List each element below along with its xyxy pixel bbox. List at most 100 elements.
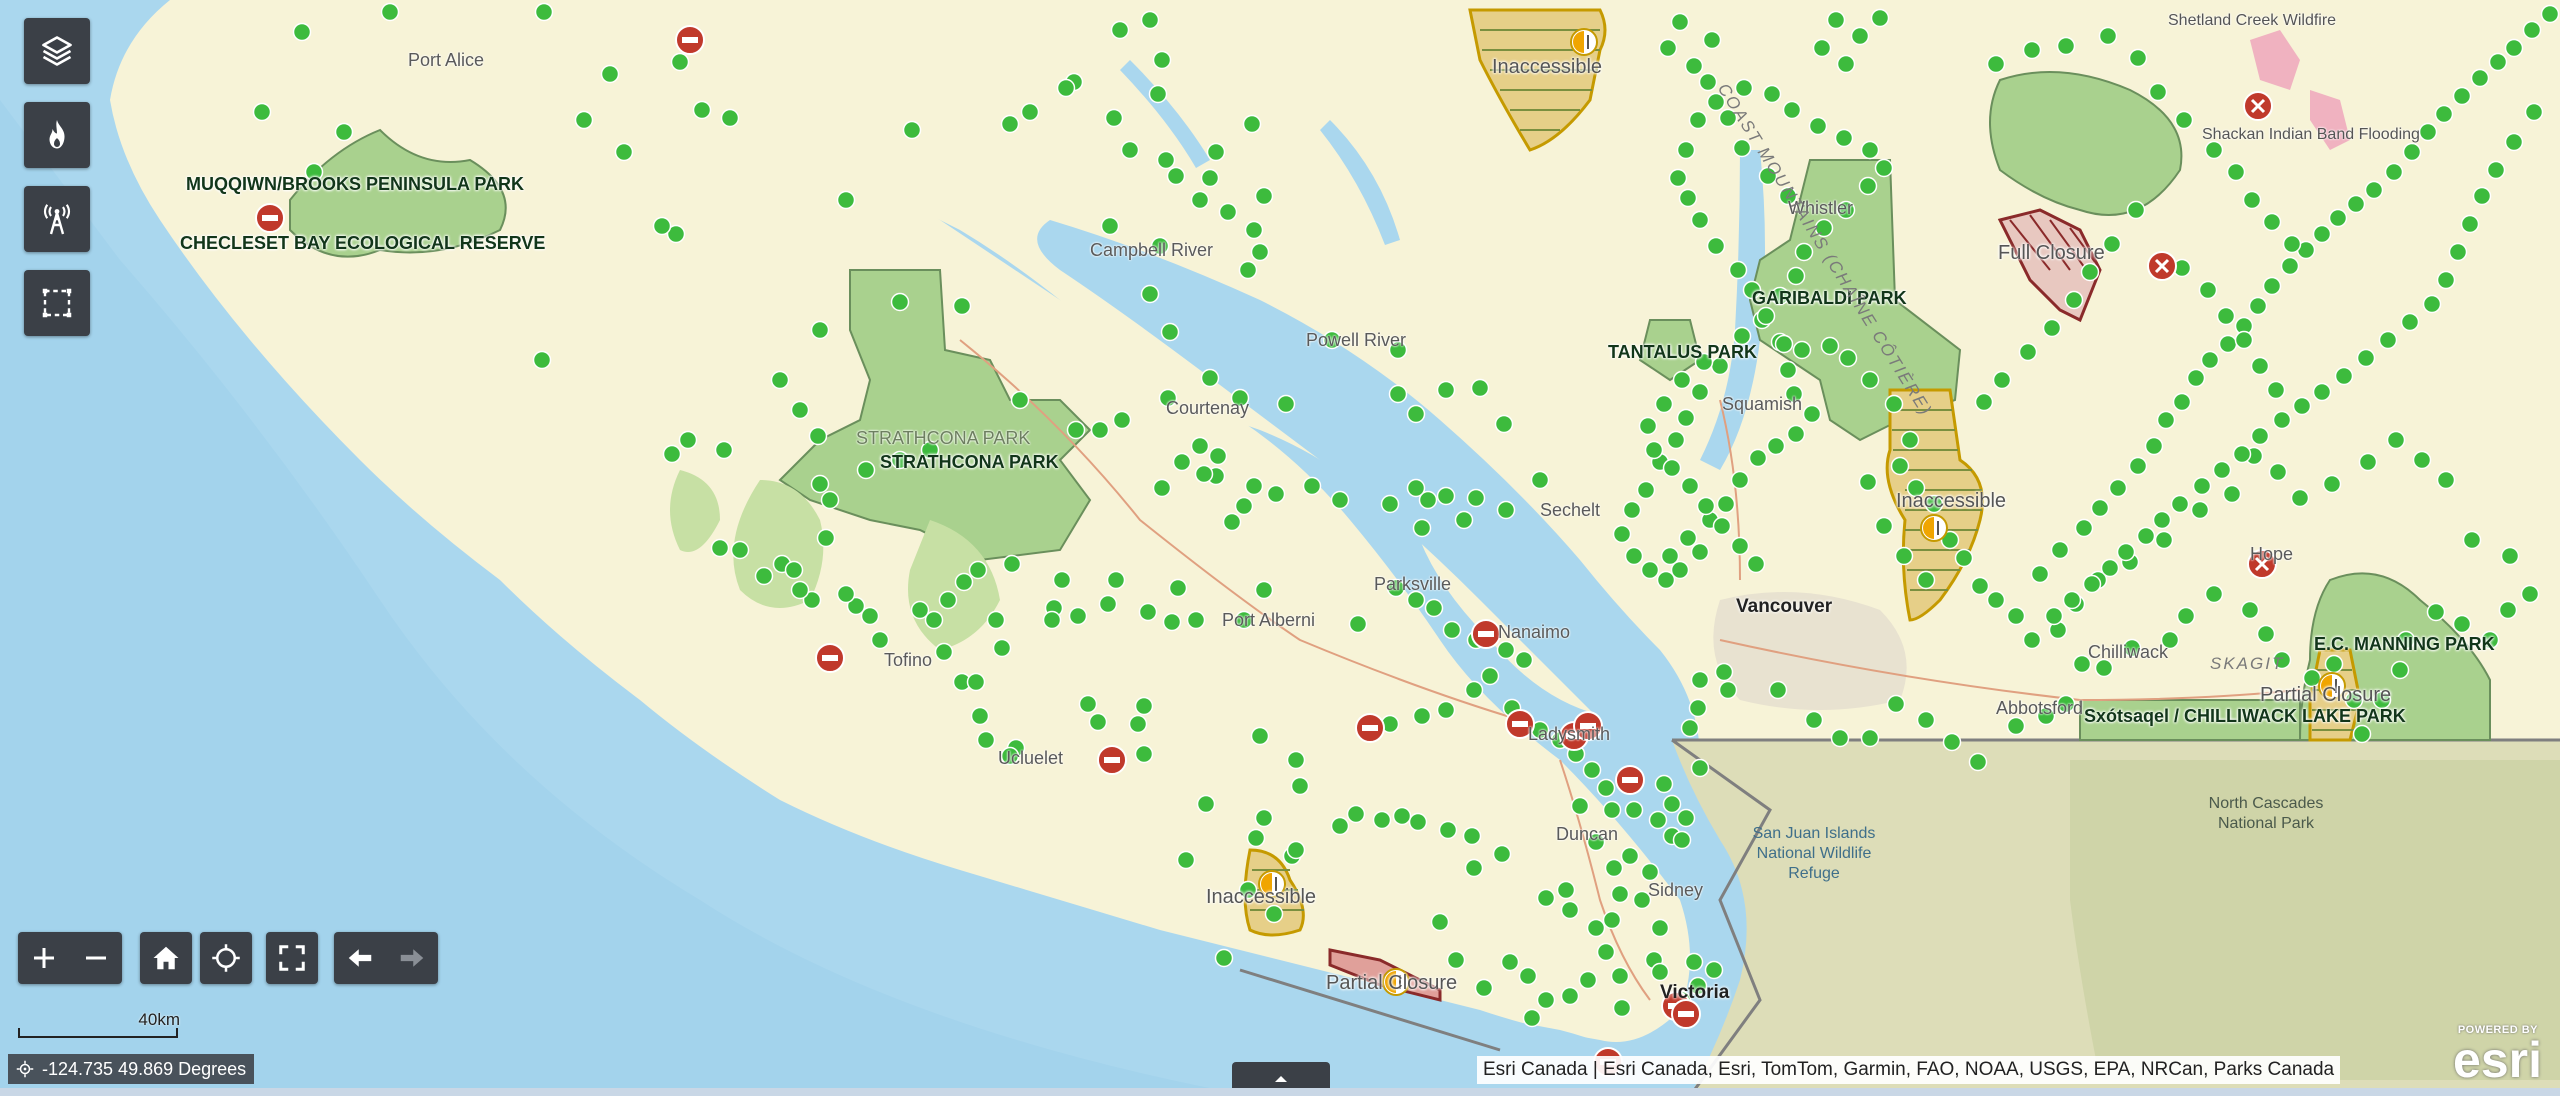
open-site-point xyxy=(1954,548,1974,568)
open-site-point xyxy=(1690,670,1710,690)
open-site-point xyxy=(2170,494,2190,514)
zoom-in-button[interactable] xyxy=(18,932,70,984)
open-site-point xyxy=(730,540,750,560)
open-site-point xyxy=(1974,392,1994,412)
open-site-point xyxy=(2448,242,2468,262)
open-site-point xyxy=(2018,342,2038,362)
locate-button[interactable] xyxy=(200,932,252,984)
open-site-point xyxy=(1768,680,1788,700)
open-site-point xyxy=(1792,340,1812,360)
wildfire-button[interactable] xyxy=(24,102,90,168)
open-site-point xyxy=(2452,614,2472,634)
open-site-point xyxy=(1756,306,1776,326)
open-site-point xyxy=(1196,794,1216,814)
open-site-point xyxy=(1412,706,1432,726)
open-site-point xyxy=(1138,602,1158,622)
open-site-point xyxy=(1968,752,1988,772)
open-site-point xyxy=(1418,490,1438,510)
open-site-point xyxy=(1696,496,1716,516)
open-site-point xyxy=(1602,910,1622,930)
open-site-point xyxy=(2116,542,2136,562)
open-site-point xyxy=(1666,430,1686,450)
open-site-point xyxy=(1900,430,1920,450)
open-site-point xyxy=(2344,690,2364,710)
open-site-point xyxy=(1690,382,1710,402)
open-site-point xyxy=(2036,706,2056,726)
open-site-point xyxy=(992,638,1012,658)
open-site-point xyxy=(2090,498,2110,518)
cell-tower-button[interactable] xyxy=(24,186,90,252)
open-site-point xyxy=(1302,476,1322,496)
partial-points xyxy=(1258,28,2346,996)
open-site-point xyxy=(1624,546,1644,566)
open-site-point xyxy=(600,64,620,84)
open-site-point xyxy=(1648,810,1668,830)
open-site-point xyxy=(1470,378,1490,398)
plus-icon xyxy=(34,948,54,968)
previous-extent-button[interactable] xyxy=(334,932,386,984)
open-site-point xyxy=(1838,348,1858,368)
open-site-point xyxy=(1200,368,1220,388)
open-site-point xyxy=(1514,650,1534,670)
open-site-point xyxy=(2042,318,2062,338)
open-site-point xyxy=(1464,680,1484,700)
open-site-point xyxy=(890,292,910,312)
open-site-point xyxy=(1636,480,1656,500)
open-site-point xyxy=(1222,512,1242,532)
open-site-point xyxy=(976,730,996,750)
open-site-point xyxy=(2102,234,2122,254)
open-site-point xyxy=(2280,256,2300,276)
open-site-point xyxy=(1612,524,1632,544)
open-site-point xyxy=(2390,660,2410,680)
open-site-point xyxy=(1894,546,1914,566)
open-site-point xyxy=(2312,382,2332,402)
open-site-point xyxy=(1770,286,1790,306)
open-site-point xyxy=(1624,800,1644,820)
open-site-point xyxy=(1186,610,1206,630)
open-site-point xyxy=(2190,500,2210,520)
open-site-point xyxy=(910,600,930,620)
open-site-point xyxy=(692,100,712,120)
open-site-point xyxy=(1742,280,1762,300)
select-area-button[interactable] xyxy=(24,270,90,336)
open-site-point xyxy=(1380,494,1400,514)
open-site-point xyxy=(1604,858,1624,878)
open-site-point xyxy=(1148,84,1168,104)
open-site-point xyxy=(1168,578,1188,598)
open-site-point xyxy=(2462,530,2482,550)
closure-point-icon xyxy=(815,643,845,673)
partial-status-icon xyxy=(1920,514,1948,542)
open-site-point xyxy=(2152,510,2172,530)
open-site-point xyxy=(1884,394,1904,414)
open-site-point xyxy=(2524,102,2544,122)
fullscreen-button[interactable] xyxy=(266,932,318,984)
crosshair-icon xyxy=(16,1060,34,1078)
open-site-point xyxy=(2396,630,2416,650)
open-site-point xyxy=(1190,190,1210,210)
open-site-point xyxy=(2094,658,2114,678)
open-site-point xyxy=(678,430,698,450)
next-extent-button[interactable] xyxy=(386,932,438,984)
closure-point-icon xyxy=(1355,713,1385,743)
open-site-point xyxy=(1672,370,1692,390)
open-site-point xyxy=(1322,330,1342,350)
open-site-point xyxy=(1620,846,1640,866)
open-site-point xyxy=(1676,408,1696,428)
open-site-point xyxy=(1706,236,1726,256)
zoom-out-button[interactable] xyxy=(70,932,122,984)
open-site-point xyxy=(1718,108,1738,128)
open-site-point xyxy=(1650,918,1670,938)
layers-button[interactable] xyxy=(24,18,90,84)
open-site-point xyxy=(2006,606,2026,626)
open-site-point xyxy=(2292,396,2312,416)
open-site-point xyxy=(1244,476,1264,496)
home-button[interactable] xyxy=(140,932,192,984)
open-site-point xyxy=(1536,990,1556,1010)
open-site-point xyxy=(1068,606,1088,626)
open-site-point xyxy=(1942,732,1962,752)
coordinate-readout[interactable]: -124.735 49.869 Degrees xyxy=(8,1054,255,1084)
open-site-point xyxy=(1424,598,1444,618)
open-site-point xyxy=(1684,952,1704,972)
closure-point-icon xyxy=(1471,619,1501,649)
